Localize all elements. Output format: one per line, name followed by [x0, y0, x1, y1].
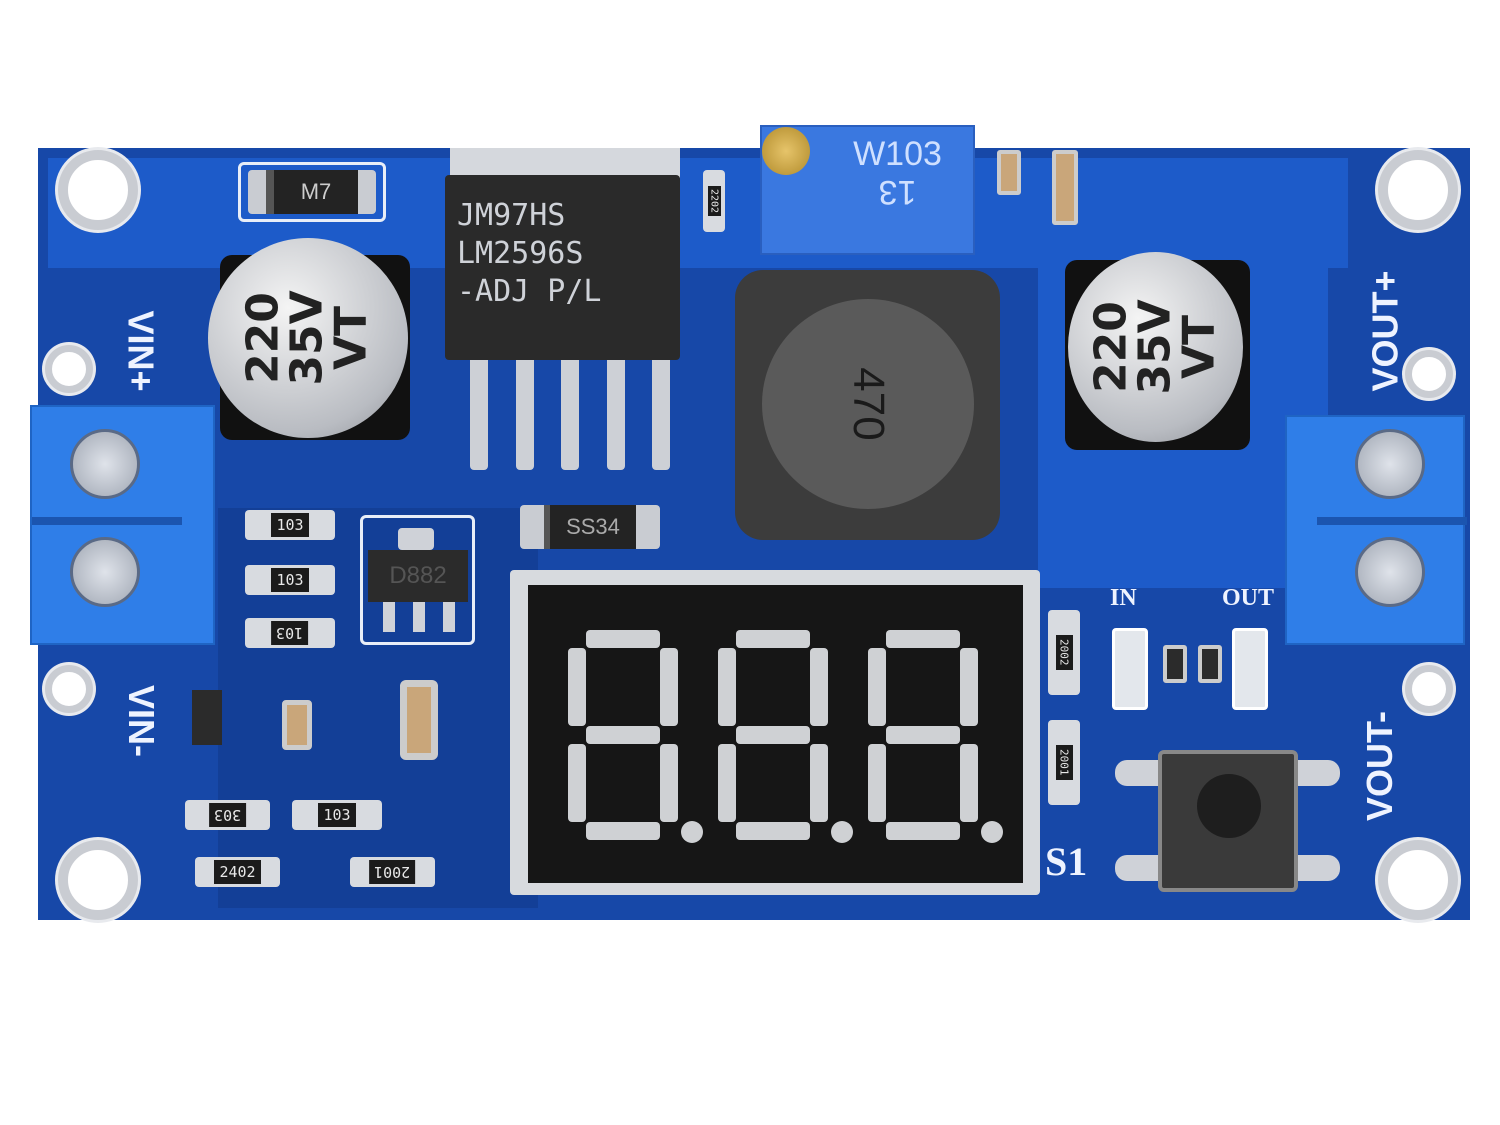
- resistor-2402: 2402: [195, 857, 280, 887]
- screw-icon[interactable]: [1355, 537, 1425, 607]
- resistor-2002: 2002: [1048, 610, 1080, 695]
- mounting-hole: [1378, 150, 1458, 230]
- label-vin-minus: VIN-: [121, 685, 162, 757]
- diode-marking: M7: [266, 170, 358, 214]
- seven-segment-display: [510, 570, 1040, 895]
- transistor-pin: [383, 602, 395, 632]
- resistor-2001: 2001: [350, 857, 435, 887]
- label-in: IN: [1110, 585, 1137, 611]
- smd-capacitor: [997, 150, 1021, 195]
- digit-segment: [568, 744, 586, 822]
- resistor-103: 103: [245, 565, 335, 595]
- label-s1: S1: [1045, 839, 1088, 884]
- inductor-marking: 470: [762, 299, 974, 509]
- resistor-2202: 2202: [703, 170, 725, 232]
- mounting-hole: [1405, 350, 1453, 398]
- resistor-103: 103: [245, 618, 335, 648]
- smd-capacitor: [400, 680, 438, 760]
- sot23-transistor: [192, 690, 222, 745]
- resistor-303: 303: [185, 800, 270, 830]
- label-vout-plus: VOUT+: [1364, 270, 1406, 392]
- diode-outline: [238, 162, 386, 222]
- digit-segment: [736, 726, 810, 744]
- display-segments: [568, 630, 1003, 843]
- mounting-hole: [45, 665, 93, 713]
- screw-icon[interactable]: [1355, 429, 1425, 499]
- smd-resistor: [1163, 645, 1187, 683]
- s1-push-button[interactable]: [1158, 750, 1298, 892]
- smd-resistor: [1198, 645, 1222, 683]
- led-out-indicator: [1232, 628, 1268, 710]
- transistor-d882: D882: [368, 550, 468, 602]
- digit-segment: [586, 726, 660, 744]
- digit-segment: [718, 648, 736, 726]
- digit-segment: [960, 744, 978, 822]
- pot-marking-1: W103: [853, 135, 942, 173]
- label-vin-plus: VIN+: [120, 310, 162, 392]
- digit-segment: [810, 744, 828, 822]
- transistor-pin: [413, 602, 425, 632]
- regulator-line-3: -ADJ P/L: [457, 274, 602, 309]
- output-terminal-block[interactable]: [1285, 415, 1467, 645]
- diode-m7: M7: [248, 170, 376, 214]
- inductor: 470: [735, 270, 1000, 540]
- lm2596-regulator: JM97HS LM2596S -ADJ P/L: [445, 175, 680, 360]
- screw-icon[interactable]: [70, 429, 140, 499]
- regulator-line-1: JM97HS: [457, 198, 566, 233]
- regulator-pins: [470, 360, 670, 470]
- regulator-tab: [450, 148, 680, 178]
- pot-marking-2: 13: [878, 173, 917, 211]
- decimal-point: [681, 821, 703, 843]
- regulator-line-2: LM2596S: [457, 236, 584, 271]
- digit-segment: [718, 744, 736, 822]
- digit-segment: [660, 744, 678, 822]
- digit-segment: [586, 630, 660, 648]
- diode-ss34: SS34: [520, 505, 660, 549]
- digit-segment: [586, 822, 660, 840]
- digit-segment: [868, 648, 886, 726]
- mounting-hole: [45, 345, 93, 393]
- digit-segment: [736, 630, 810, 648]
- smd-capacitor: [282, 700, 312, 750]
- pot-adjust-screw-icon[interactable]: [762, 127, 810, 175]
- button-cap[interactable]: [1197, 774, 1261, 838]
- label-out: OUT: [1222, 585, 1275, 611]
- digit-segment: [660, 648, 678, 726]
- mounting-hole: [58, 150, 138, 230]
- digit-segment: [736, 822, 810, 840]
- resistor-103: 103: [292, 800, 382, 830]
- digit-segment: [886, 726, 960, 744]
- screw-icon[interactable]: [70, 537, 140, 607]
- diode-marking: SS34: [544, 505, 636, 549]
- mounting-hole: [1405, 665, 1453, 713]
- decimal-point: [831, 821, 853, 843]
- digit-segment: [960, 648, 978, 726]
- smd-capacitor: [1052, 150, 1078, 225]
- digit-segment: [886, 822, 960, 840]
- transistor-pin: [443, 602, 455, 632]
- led-in-indicator: [1112, 628, 1148, 710]
- decimal-point: [981, 821, 1003, 843]
- digit-segment: [868, 744, 886, 822]
- transistor-outline: [360, 515, 475, 645]
- transistor-tab: [398, 528, 434, 550]
- mounting-hole: [1378, 840, 1458, 920]
- mounting-hole: [58, 840, 138, 920]
- digit-segment: [568, 648, 586, 726]
- digit-segment: [886, 630, 960, 648]
- label-vout-minus: VOUT-: [1359, 710, 1401, 822]
- resistor-103: 103: [245, 510, 335, 540]
- resistor-2001: 2001: [1048, 720, 1080, 805]
- digit-segment: [810, 648, 828, 726]
- input-terminal-block[interactable]: [30, 405, 215, 645]
